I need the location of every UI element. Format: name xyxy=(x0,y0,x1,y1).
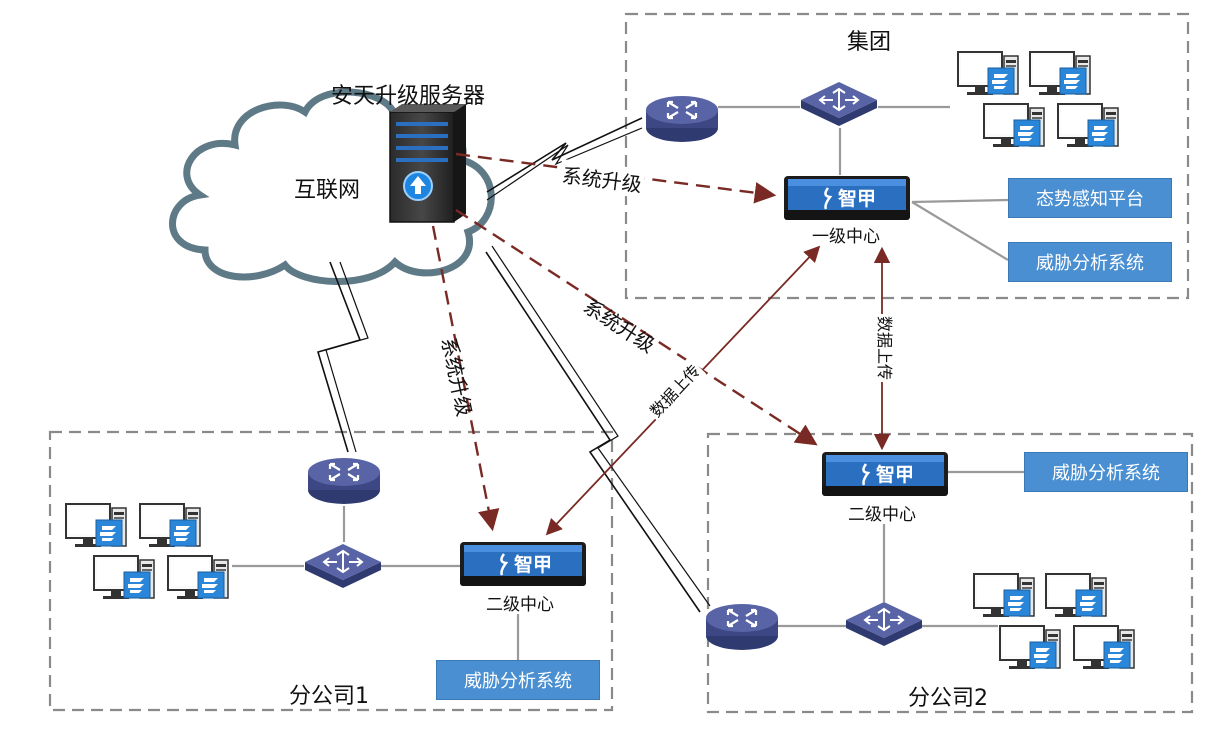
workstation-icon xyxy=(167,555,229,600)
router-icon xyxy=(644,94,720,144)
appliance-brand: 智甲 xyxy=(838,188,877,210)
workstation-icon xyxy=(999,625,1061,670)
group-zone xyxy=(624,12,1190,300)
workstation-icon xyxy=(1045,573,1107,618)
threat-analysis-b2-box: 威胁分析系统 xyxy=(1024,452,1188,492)
group-label: 集团 xyxy=(847,30,892,55)
branch2-label: 分公司2 xyxy=(908,686,988,711)
workstation-icon xyxy=(65,503,127,548)
branch1-label: 分公司1 xyxy=(289,684,369,709)
server-icon xyxy=(389,104,466,223)
upload-label-b2: 数据上传 xyxy=(874,313,899,383)
workstation-icon xyxy=(973,573,1035,618)
workstation-icon xyxy=(1029,51,1091,96)
branch1-zone xyxy=(48,430,614,712)
workstation-icon xyxy=(93,555,155,600)
workstation-icon xyxy=(957,51,1019,96)
threat-analysis-group-box: 威胁分析系统 xyxy=(1008,242,1172,282)
workstation-icon xyxy=(1057,103,1119,148)
server-title: 安天升级服务器 xyxy=(331,84,486,109)
level1-center-label: 一级中心 xyxy=(812,227,880,247)
situation-awareness-box: 态势感知平台 xyxy=(1008,178,1172,218)
appliance-brand: 智甲 xyxy=(876,464,915,486)
level2-center-b2-label: 二级中心 xyxy=(848,505,916,525)
appliance-brand: 智甲 xyxy=(514,554,553,576)
switch-icon xyxy=(845,601,923,647)
internet-label: 互联网 xyxy=(294,178,361,203)
level2-center-b1-label: 二级中心 xyxy=(486,595,554,615)
threat-analysis-b1-box: 威胁分析系统 xyxy=(436,660,600,700)
switch-icon xyxy=(304,543,382,589)
router-icon xyxy=(704,602,780,652)
workstation-icon xyxy=(1073,625,1135,670)
switch-icon xyxy=(800,81,878,127)
workstation-icon xyxy=(139,503,201,548)
workstation-icon xyxy=(983,103,1045,148)
router-icon xyxy=(306,456,382,506)
